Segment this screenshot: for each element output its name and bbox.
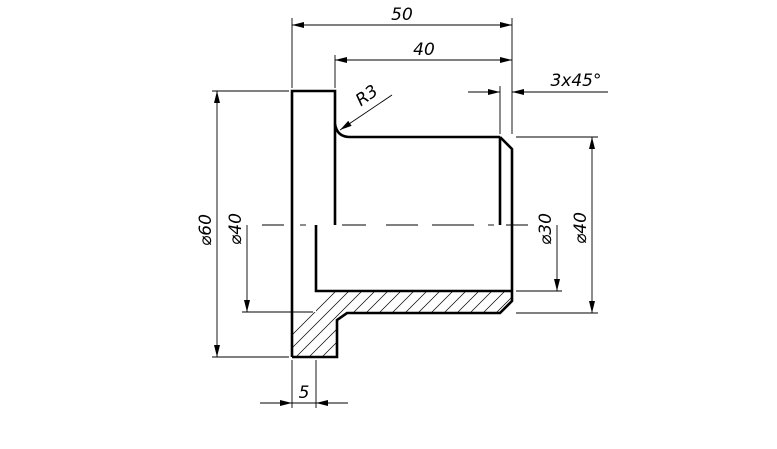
dim-fillet-radius: R3 [352, 81, 382, 110]
dim-overall-length: 50 [391, 5, 413, 25]
part-outline [290, 89, 514, 359]
dim-chamfer: 3x45° [550, 71, 601, 91]
dim-inner-diameter: ⌀30 [536, 213, 556, 245]
dim-flange-diameter: ⌀60 [196, 214, 216, 246]
dim-outer-diameter: ⌀40 [571, 212, 591, 244]
dim-bore-diameter: ⌀40 [226, 213, 246, 245]
dimension-labels: 50 40 3x45° R3 ⌀60 ⌀40 ⌀30 ⌀40 5 [196, 5, 602, 403]
dim-flange-thickness: 5 [299, 383, 310, 403]
dim-shank-length: 40 [413, 40, 435, 60]
dimension-lines [214, 22, 608, 406]
extension-lines [212, 18, 598, 408]
section-hatching [292, 291, 512, 357]
